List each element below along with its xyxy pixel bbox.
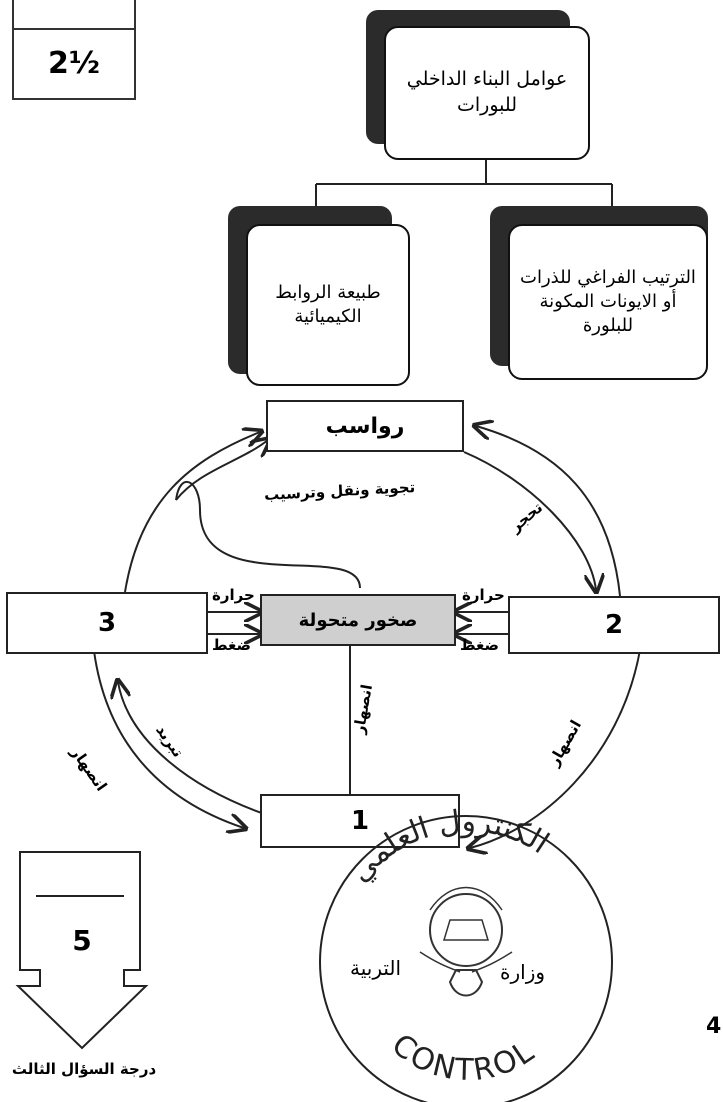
node-1-label: 1 [350,806,370,836]
node-2-label: 2 [604,610,624,640]
label-heat-left: حرارة [212,586,255,604]
label-pressure-right: ضغط [460,636,500,654]
left-child-label: طبيعة الروابط الكيميائية [275,281,381,327]
sediments-label: رواسب [325,413,405,439]
score-arrow-caption: درجة السؤال الثالث [11,1060,157,1078]
stamp-bottom-text: CONTROL [385,1027,542,1088]
node-3-box: 3 [6,592,208,654]
node-3-label: 3 [97,608,117,638]
right-child-node: الترتيب الفراغي للذرات أو الايونات المكو… [508,224,708,380]
stamp-left-word: وزارة [500,960,546,984]
stamp-arc-text: الكنترول العلمي [342,804,555,889]
node-2-box: 2 [508,596,720,654]
page-number: 4 [706,1014,722,1039]
root-node: عوامل البناء الداخلي للبورات [384,26,590,160]
label-heat-right: حرارة [462,586,505,604]
score-box-divider [14,28,134,30]
stamp-bottom-textpath: CONTROL [385,1027,540,1088]
sediments-box: رواسب [266,400,464,452]
root-node-label: عوامل البناء الداخلي للبورات [406,68,568,116]
stamp-arc-textpath: الكنترول العلمي [342,804,555,889]
label-pressure-left: ضغط [212,636,252,654]
metamorphic-box: صخور متحولة [260,594,456,646]
right-child-label: الترتيب الفراغي للذرات أو الايونات المكو… [520,266,696,337]
score-arrow-value: 5 [72,923,92,957]
left-child-node: طبيعة الروابط الكيميائية [246,224,410,386]
score-value: 2½ [48,45,100,81]
stamp-right-word: التربية [350,956,402,980]
score-box-top: 2½ [12,0,136,100]
metamorphic-label: صخور متحولة [298,609,418,631]
